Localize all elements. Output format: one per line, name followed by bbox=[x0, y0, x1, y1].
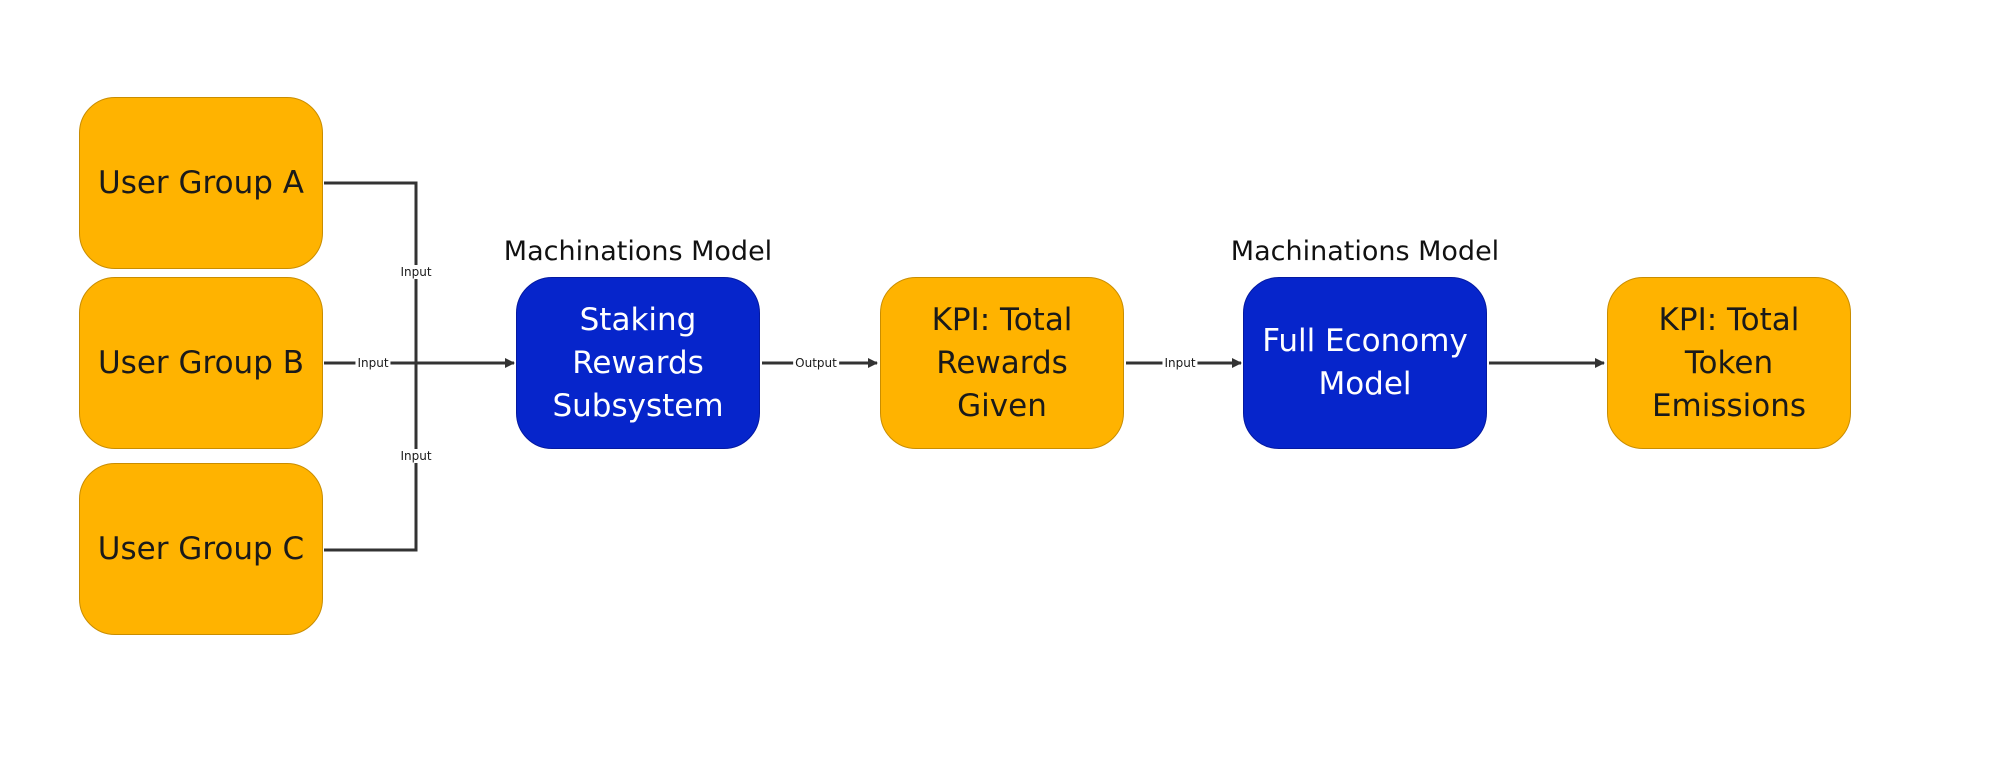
user-group-b-node[interactable]: User Group B bbox=[79, 277, 323, 449]
user-group-c-label: User Group C bbox=[97, 530, 305, 567]
edge-label-a-input: Input bbox=[398, 265, 434, 279]
staking-rewards-node[interactable]: Staking Rewards Subsystem bbox=[516, 277, 760, 449]
staking-model-title: Machinations Model bbox=[503, 236, 773, 267]
user-group-a-label: User Group A bbox=[98, 164, 304, 201]
economy-model-title: Machinations Model bbox=[1230, 236, 1500, 267]
full-economy-label: Full Economy Model bbox=[1262, 323, 1468, 402]
connector-group-c bbox=[324, 363, 418, 552]
edge-label-b-input: Input bbox=[355, 356, 391, 370]
connector-group-a bbox=[324, 181, 418, 363]
user-group-c-node[interactable]: User Group C bbox=[79, 463, 323, 635]
user-group-b-label: User Group B bbox=[97, 344, 304, 381]
edge-label-kpi-input: Input bbox=[1162, 356, 1198, 370]
kpi-emissions-node[interactable]: KPI: Total Token Emissions bbox=[1607, 277, 1851, 449]
full-economy-node[interactable]: Full Economy Model bbox=[1243, 277, 1487, 449]
edge-label-c-input: Input bbox=[398, 449, 434, 463]
staking-rewards-label: Staking Rewards Subsystem bbox=[552, 301, 724, 424]
user-group-a-node[interactable]: User Group A bbox=[79, 97, 323, 269]
kpi-rewards-node[interactable]: KPI: Total Rewards Given bbox=[880, 277, 1124, 449]
edge-label-staking-output: Output bbox=[793, 356, 839, 370]
kpi-rewards-label: KPI: Total Rewards Given bbox=[931, 301, 1073, 424]
kpi-emissions-label: KPI: Total Token Emissions bbox=[1651, 301, 1807, 424]
